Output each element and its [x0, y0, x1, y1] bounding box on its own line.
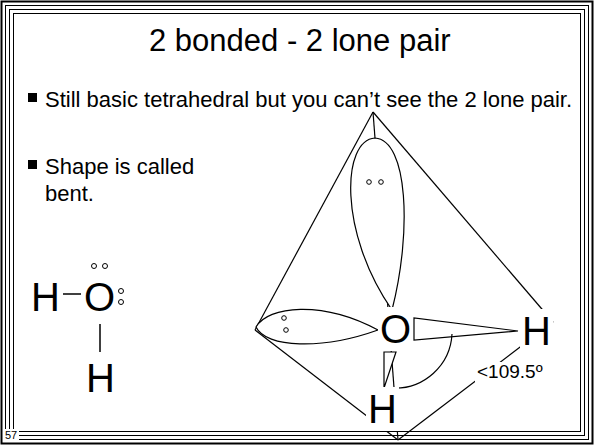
bullet-square	[28, 93, 37, 102]
atom-symbol: H	[520, 309, 553, 353]
slide-number: 57	[3, 429, 19, 441]
slide-title: 2 bonded - 2 lone pair	[149, 24, 451, 58]
atom-symbol: O	[84, 275, 115, 319]
bond-wedge	[384, 352, 396, 388]
atom-symbol: O	[378, 307, 413, 351]
lone-pair-dot	[119, 289, 124, 294]
bullet-text: Still basic tetrahedral but you can’t se…	[45, 86, 580, 113]
lone-pair-dot	[119, 300, 124, 305]
frame-line	[6, 6, 589, 440]
edge-line	[255, 330, 398, 440]
lone-pair-dot	[103, 264, 108, 269]
bullet-text: Shape is called bent.	[45, 153, 213, 207]
atom-symbol: H	[86, 356, 115, 400]
bullet-square	[28, 160, 37, 169]
frame-line	[10, 10, 585, 436]
lone-pair-dot	[92, 264, 97, 269]
atom-symbol: H	[31, 275, 60, 319]
bond-line	[63, 293, 81, 295]
lone-pair-dot	[367, 180, 372, 185]
frame-line	[14, 14, 581, 432]
angle-label: <109.5º	[475, 362, 545, 383]
lone-pair-lobe	[256, 309, 378, 344]
lone-pair-dot	[379, 180, 384, 185]
bond-wedge	[414, 318, 518, 340]
tetrahedron	[255, 112, 553, 440]
atom-symbol: H	[366, 387, 399, 431]
lone-pair-dot	[282, 316, 287, 321]
lone-pair-dot	[284, 328, 289, 333]
lewis-structure	[63, 264, 124, 353]
bond-line	[99, 324, 101, 352]
lone-pair-lobe	[351, 138, 404, 310]
